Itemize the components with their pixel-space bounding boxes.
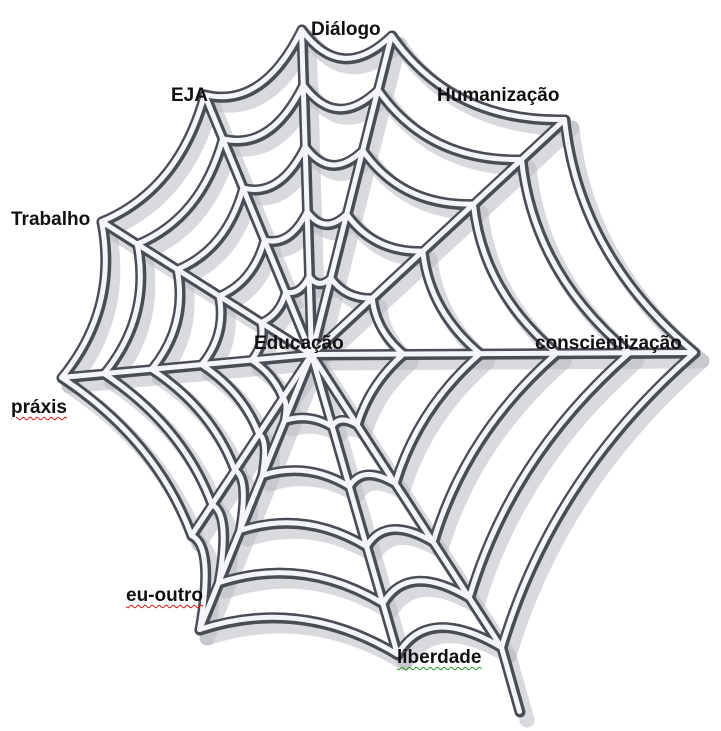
label-liberdade: liberdade	[397, 648, 481, 667]
label-trabalho: Trabalho	[11, 210, 90, 229]
label-praxis: práxis	[11, 398, 67, 417]
label-dialogo: Diálogo	[311, 20, 381, 39]
label-conscientizacao: conscientização	[535, 334, 682, 353]
label-eja: EJA	[171, 86, 208, 105]
label-educacao: Educação	[254, 334, 344, 353]
label-eu-outro: eu-outro	[126, 586, 203, 605]
label-humanizacao: Humanização	[437, 86, 559, 105]
web-spoke	[319, 361, 702, 363]
